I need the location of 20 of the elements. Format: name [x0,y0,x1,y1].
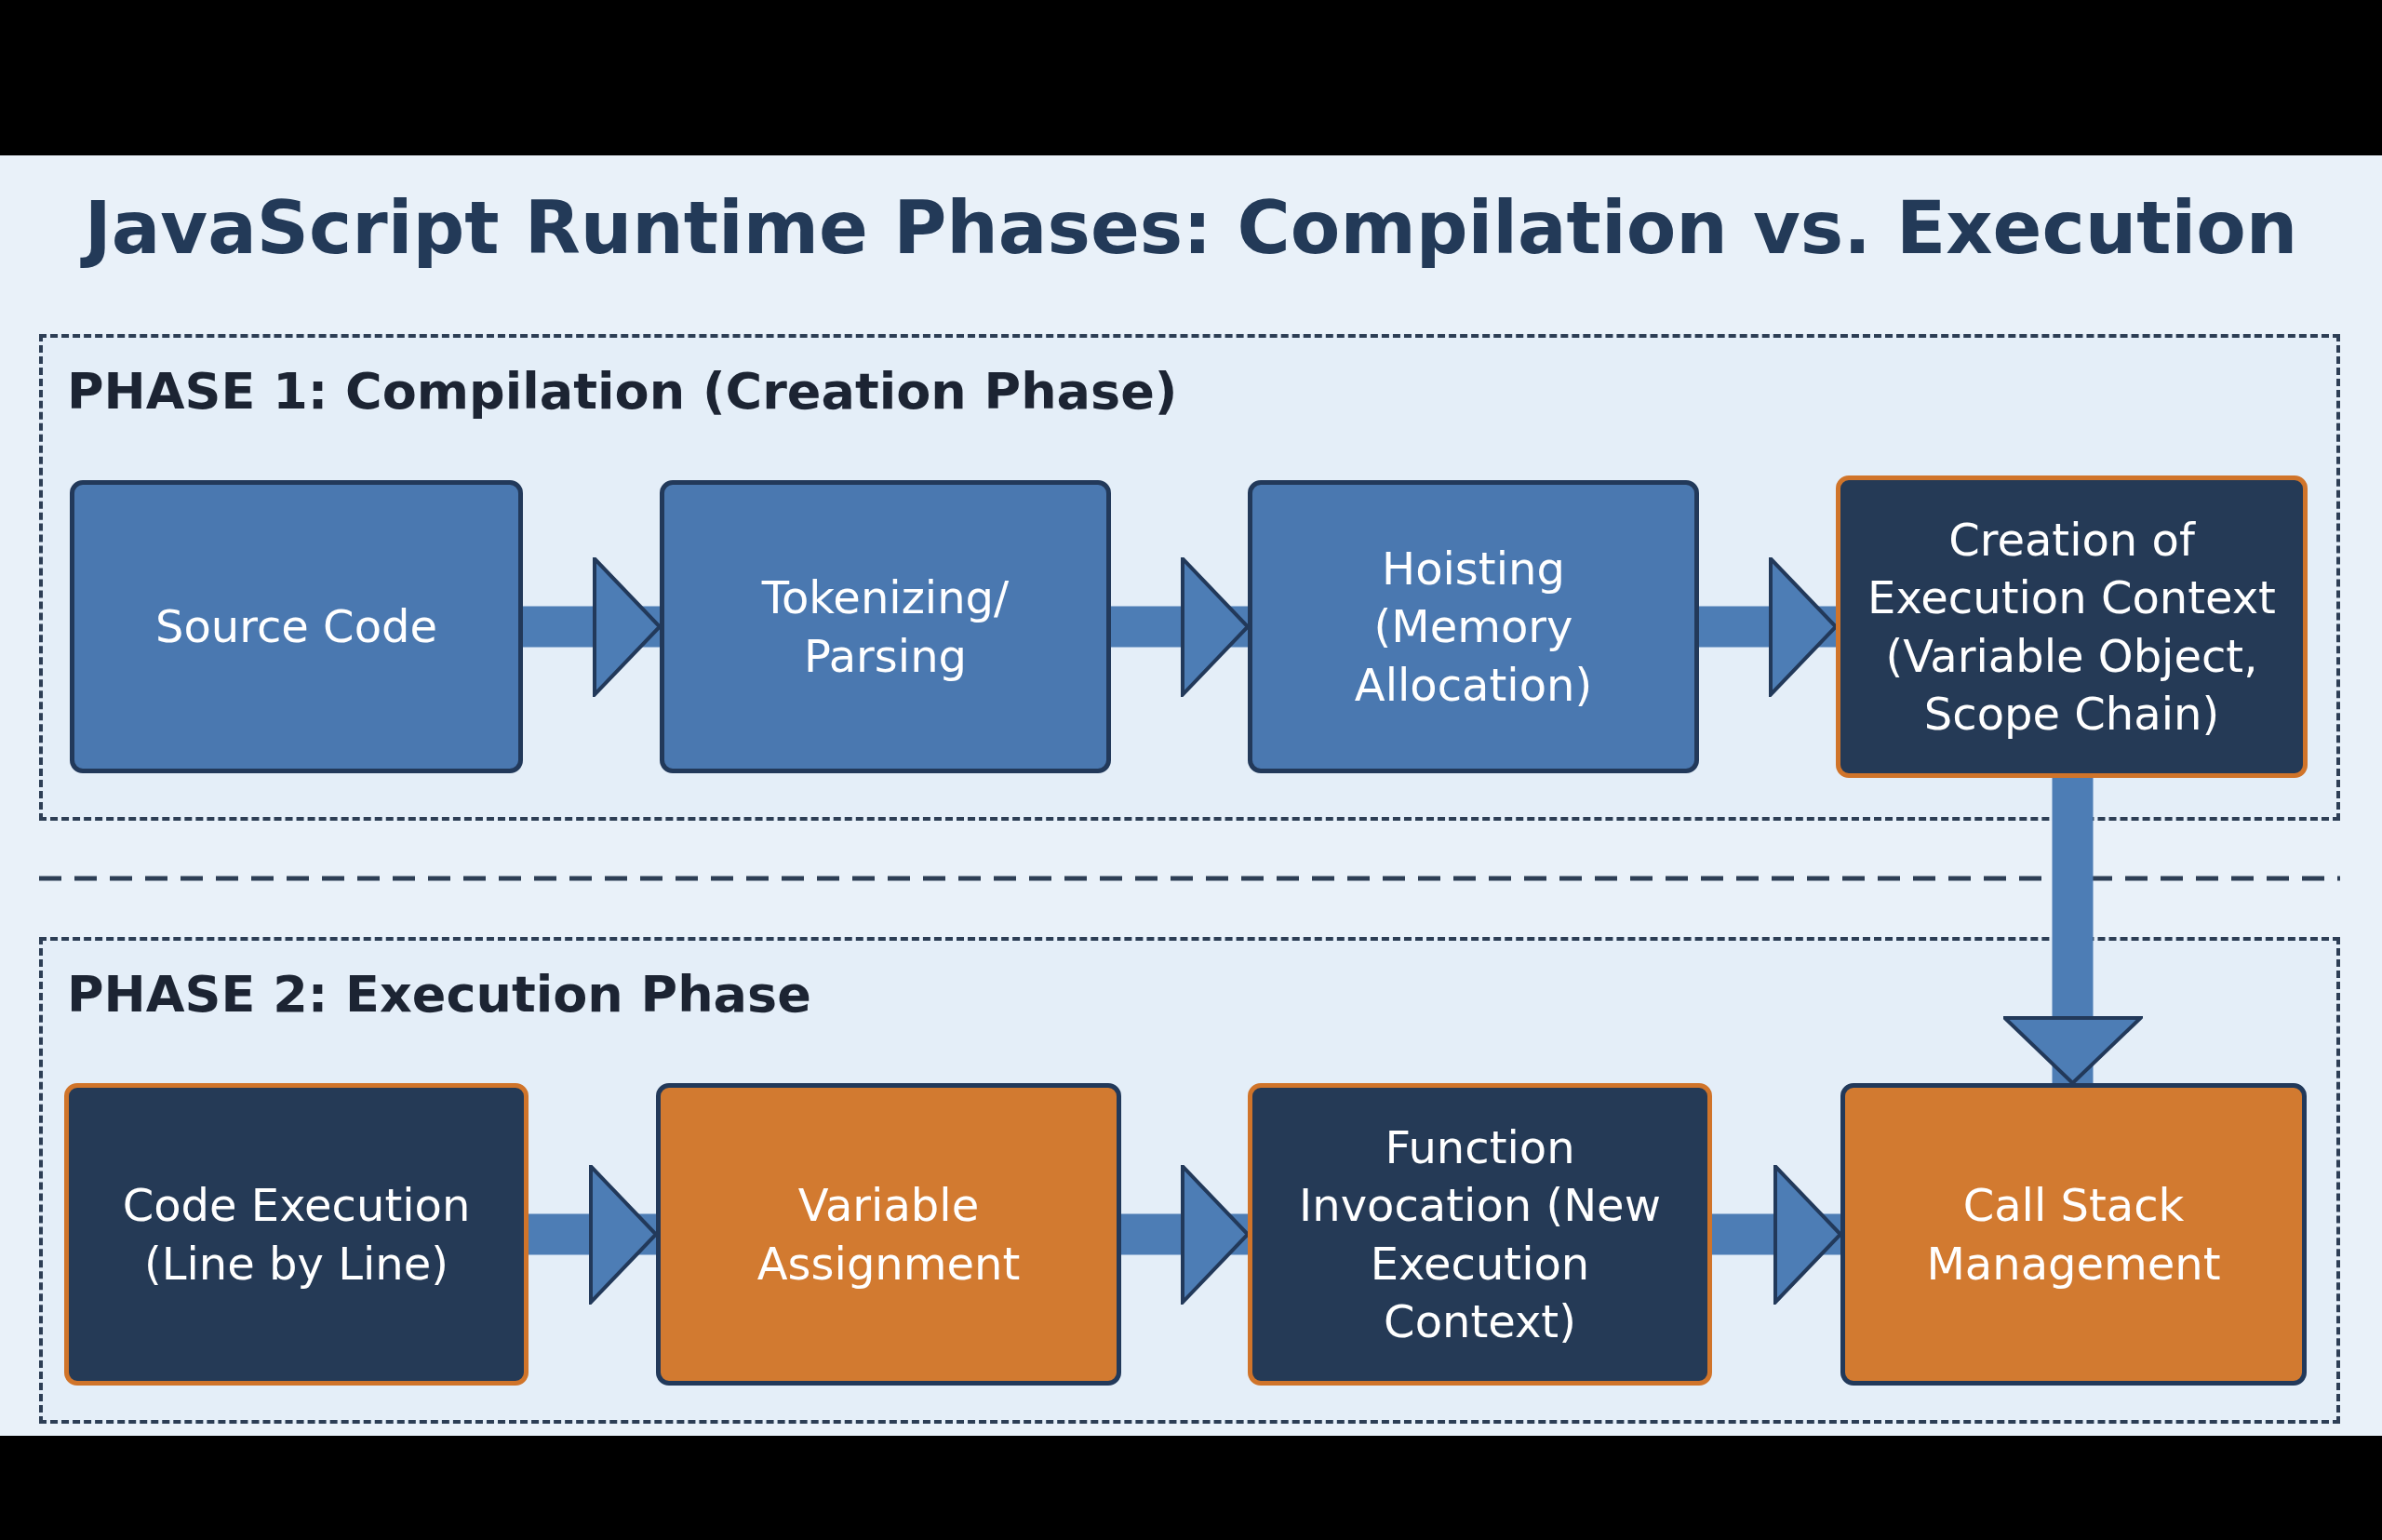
process-box: Variable Assignment [656,1083,1121,1386]
process-box: Source Code [70,480,523,773]
phase-heading: PHASE 2: Execution Phase [67,965,811,1024]
process-box: Hoisting (Memory Allocation) [1248,480,1699,773]
block-arrow [523,556,662,697]
process-box: Call Stack Management [1840,1083,2307,1386]
block-arrow [1111,556,1250,697]
process-box: Creation of Execution Context (Variable Object, Scope Chain) [1836,475,2308,778]
block-arrow [1712,1164,1842,1305]
phase-panel [39,334,2340,821]
block-arrow [529,1164,658,1305]
block-arrow [1699,556,1838,697]
phase-heading: PHASE 1: Compilation (Creation Phase) [67,362,1178,421]
process-box: Code Execution (Line by Line) [64,1083,529,1386]
block-arrow [2002,778,2143,1085]
diagram-title: JavaScript Runtime Phases: Compilation vs. Execution [0,186,2382,270]
process-box: Function Invocation (New Execution Context) [1248,1083,1712,1386]
phase-panel [39,937,2340,1424]
block-arrow [1121,1164,1250,1305]
process-box: Tokenizing/ Parsing [660,480,1111,773]
